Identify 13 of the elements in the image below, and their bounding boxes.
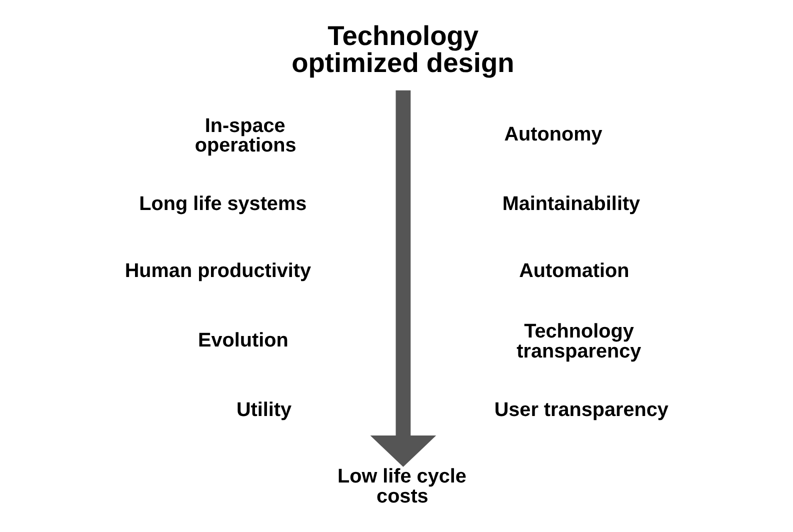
node-text: Technology optimized design — [291, 20, 514, 78]
label: Automation — [518, 260, 629, 282]
label: Utility — [236, 398, 292, 421]
node-text: Low life cycle costs — [336, 466, 466, 508]
label: Technology transparency — [516, 320, 641, 362]
label: Long life systems — [138, 192, 306, 215]
label: In-space operations — [194, 114, 296, 157]
arrow — [370, 90, 436, 467]
label: User transparency — [494, 398, 668, 421]
label: Maintainability — [502, 192, 640, 215]
label: Evolution — [198, 329, 288, 352]
label: Autonomy — [504, 124, 602, 146]
label: Human productivity — [124, 260, 311, 282]
